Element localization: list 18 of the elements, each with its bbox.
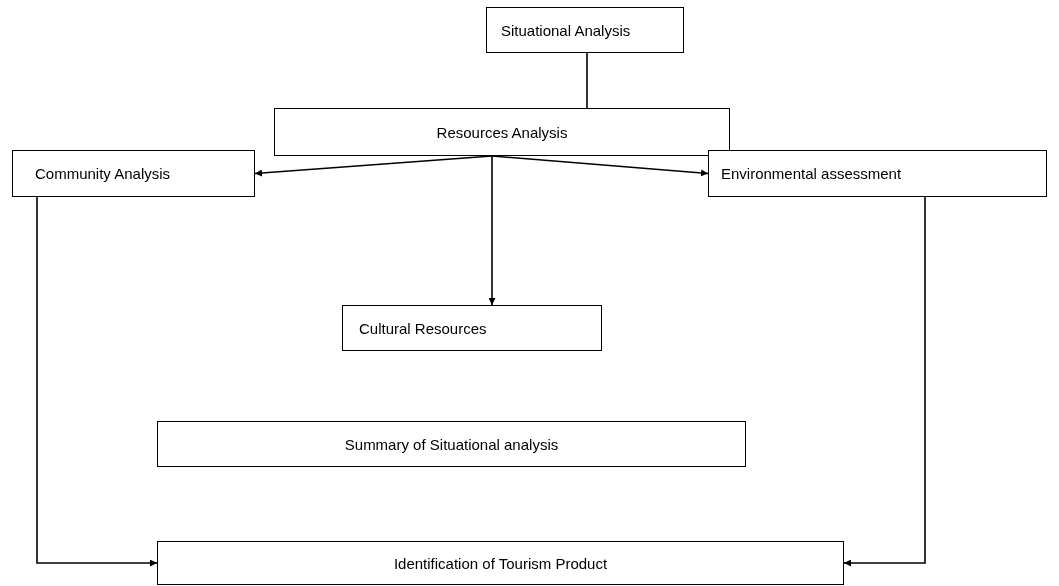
arrow xyxy=(843,196,926,567)
process-box xyxy=(12,150,255,197)
process-box xyxy=(486,7,684,53)
box-label: Resources Analysis xyxy=(436,123,568,141)
process-box xyxy=(342,305,602,351)
arrow xyxy=(488,155,496,306)
box-label: Community Analysis xyxy=(35,165,171,182)
box-label: Cultural Resources xyxy=(359,319,487,337)
box-label: Summary of Situational analysis xyxy=(344,435,559,453)
process-box xyxy=(708,150,1047,197)
process-box xyxy=(157,421,746,467)
box-label: Situational Analysis xyxy=(501,21,631,39)
process-box xyxy=(157,541,844,585)
box-label: Identification of Tourism Product xyxy=(393,554,608,572)
process-box xyxy=(274,108,730,156)
box-label: Environmental assessment xyxy=(721,165,902,182)
arrow xyxy=(36,196,158,567)
connector-line xyxy=(586,52,588,109)
